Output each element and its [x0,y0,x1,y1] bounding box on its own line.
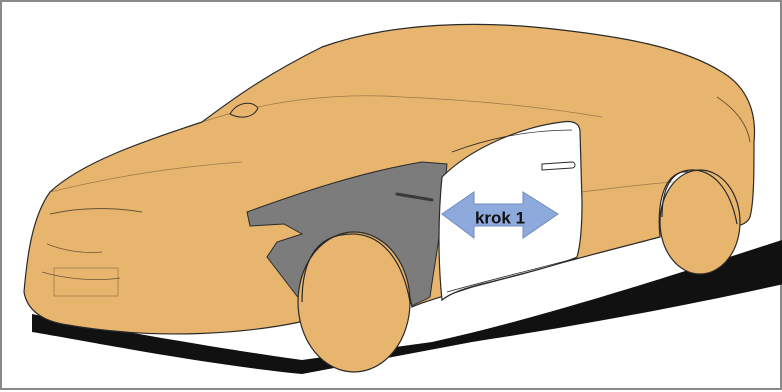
rear-wheel [660,170,740,274]
step-label: krok 1 [475,208,525,227]
front-wheel [298,232,410,372]
